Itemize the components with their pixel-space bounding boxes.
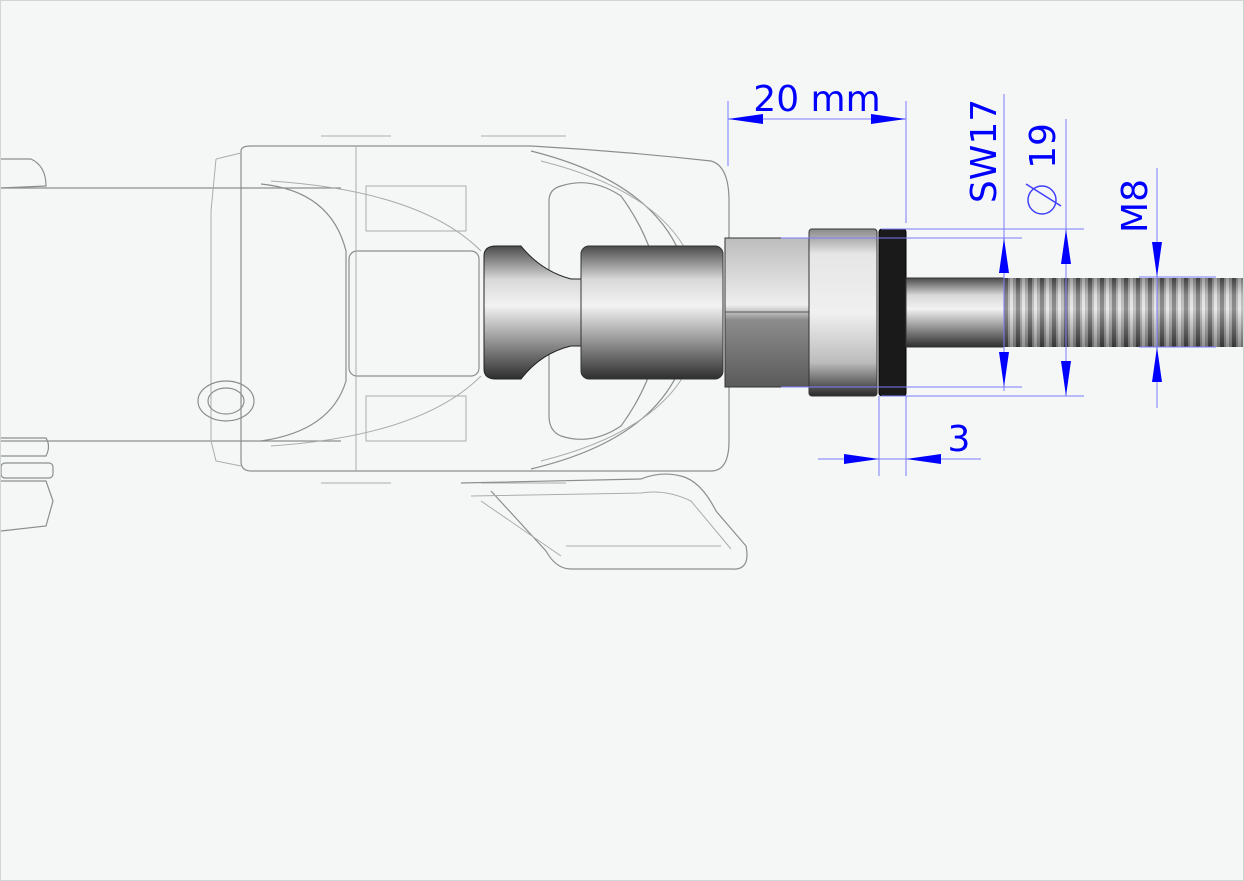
length-label: 20 mm — [753, 79, 880, 120]
dimension-diameter: 19 — [881, 119, 1084, 397]
dimension-length: 20 mm — [727, 79, 907, 223]
dimension-washer-thickness: 3 — [818, 396, 981, 476]
threaded-rod — [1004, 278, 1243, 347]
collar — [808, 228, 878, 397]
diameter-icon — [1025, 183, 1062, 215]
thread-label: M8 — [1115, 179, 1156, 233]
dimension-thread: M8 — [1115, 168, 1216, 408]
wrench-size-label: SW17 — [964, 99, 1005, 203]
stud-shank — [905, 277, 1005, 348]
ball-stud — [483, 245, 724, 380]
bottom-handle — [460, 473, 748, 570]
hex-nut — [724, 237, 812, 388]
washer — [878, 228, 907, 397]
washer-thickness-label: 3 — [948, 419, 971, 460]
dimension-wrench-size: SW17 — [781, 94, 1022, 391]
diameter-label: 19 — [1023, 123, 1064, 169]
